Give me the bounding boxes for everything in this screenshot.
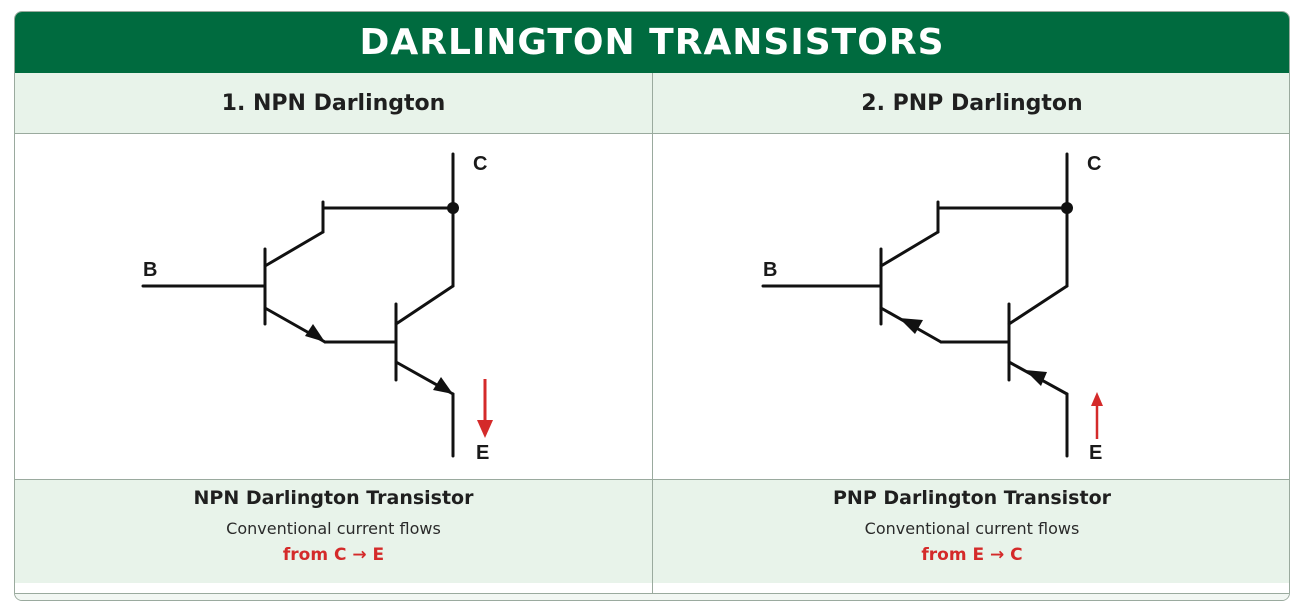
diagram-frame: DARLINGTON TRANSISTORS 1. NPN Darlington [14,11,1290,601]
pnp-current-arrow-head [1091,392,1103,406]
npn-q1-collector-lead [263,230,325,268]
pnp-q1-emitter-arrow [899,318,923,334]
npn-current-arrow-head [477,420,493,438]
npn-caption: NPN Darlington Transistor Conventional c… [15,479,652,583]
npn-q1-emitter-arrow [305,324,325,342]
npn-pin-c: C [473,153,487,175]
pnp-q1-collector-lead [879,230,940,268]
pnp-caption-title: PNP Darlington Transistor [833,487,1111,509]
pnp-pin-c: C [1087,153,1101,175]
pnp-caption: PNP Darlington Transistor Conventional c… [653,479,1289,583]
npn-panel: 1. NPN Darlington [15,73,653,593]
npn-caption-title: NPN Darlington Transistor [193,487,474,509]
npn-pin-b: B [143,259,157,281]
npn-pin-e: E [476,442,489,464]
pnp-q2-emitter-arrow [1025,370,1047,386]
pnp-q2-collector-lead [1007,284,1069,326]
npn-caption-flow: from C → E [282,545,385,565]
npn-darlington-schematic: C B E [141,152,493,464]
npn-q2-emitter-arrow [433,377,453,394]
npn-collector-junction [447,202,459,214]
pnp-darlington-schematic: C B E [761,152,1103,464]
npn-heading: 1. NPN Darlington [15,73,652,134]
pnp-heading: 2. PNP Darlington [653,73,1289,134]
page-title: DARLINGTON TRANSISTORS [15,12,1289,73]
pnp-panel: 2. PNP Darlington C B [653,73,1289,593]
pnp-caption-sub: Conventional current flows [864,519,1080,538]
npn-caption-sub: Conventional current flows [226,519,441,538]
pnp-pin-b: B [763,259,777,281]
pnp-caption-flow: from E → C [921,545,1023,565]
bottom-strip [15,593,1289,600]
pnp-pin-e: E [1089,442,1102,464]
pnp-collector-junction [1061,202,1073,214]
npn-q2-collector-lead [394,284,455,326]
